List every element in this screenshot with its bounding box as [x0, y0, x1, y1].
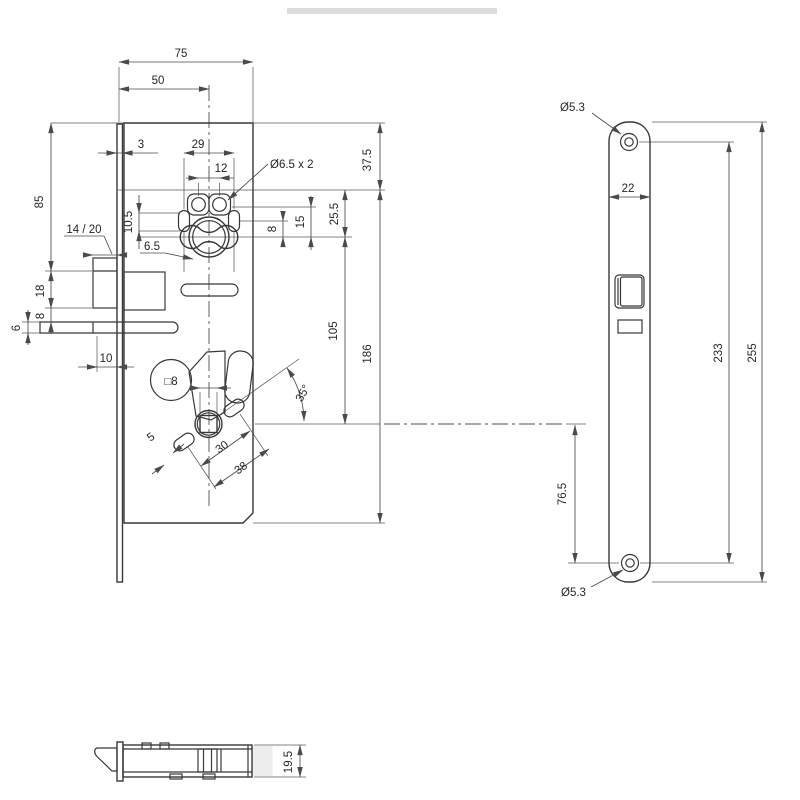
case-tab-4 [202, 773, 216, 780]
dim-label-233: 233 [713, 343, 725, 362]
deadbolt-opening [617, 319, 643, 334]
dim-label-29: 29 [192, 139, 205, 151]
faceplate-labels: Ø5.3 22 233 255 76.5 Ø5.3 [557, 102, 759, 599]
latch-note-label: 14 / 20 [66, 224, 101, 236]
spring-slot [180, 283, 239, 297]
screw-hole-bottom-inner [625, 558, 635, 568]
front-view-labels: 75 50 3 29 12 Ø6.5 x 2 37.5 25.5 15 8 10… [11, 48, 374, 477]
dim-label-3: 3 [138, 139, 144, 151]
faceplate-dimension-lines [572, 112, 765, 588]
screw-hole-collar-right [208, 193, 232, 216]
centerlines [208, 85, 566, 507]
dim-label-6: 6 [11, 325, 23, 331]
faceplate-outline [608, 121, 651, 583]
dim-label-19-5: 19.5 [283, 751, 295, 773]
dim-label-105: 105 [328, 321, 340, 340]
faceplate-extension-lines [566, 121, 767, 583]
top-view-outline [94, 741, 253, 782]
case-shadow [252, 746, 273, 776]
screw-hole-bottom-outer [620, 553, 640, 573]
front-view-lock-body: 75 50 3 29 12 Ø6.5 x 2 37.5 25.5 15 8 10… [11, 48, 566, 583]
tilted-slot-lower [173, 432, 195, 452]
dim-label-76-5: 76.5 [557, 483, 569, 505]
dim-label-10-5: 10.5 [123, 211, 135, 233]
latch-wedge-top-view [94, 747, 118, 772]
screw-hole-top-inner [624, 137, 634, 147]
holes-note-label: Ø6.5 x 2 [270, 159, 313, 171]
butterfly-cylinder-hole [179, 224, 239, 250]
screw-hole-left [191, 197, 206, 212]
dim-label-30-angled: 30 [214, 439, 231, 456]
oval-slot-left [177, 209, 191, 233]
tilted-slot-upper [223, 398, 245, 418]
lock-case-outline [39, 122, 254, 583]
dim-label-12: 12 [215, 163, 228, 175]
square-spindle-balloon [149, 358, 193, 402]
hole-dia-bottom-label: Ø5.3 [561, 587, 586, 599]
cylinder-follower-outer [188, 216, 230, 258]
faceplate-top-view [116, 741, 124, 782]
deadbolt-bar [39, 321, 179, 334]
cylinder-follower-inner [192, 220, 226, 254]
dim-label-18: 18 [35, 285, 47, 298]
dim-label-50: 50 [152, 75, 165, 87]
dim-label-8-left: 8 [35, 313, 47, 319]
square-note-label: □8 [164, 376, 177, 388]
dim-label-75: 75 [175, 48, 188, 60]
dim-label-15: 15 [295, 216, 307, 229]
dim-label-8-right: 8 [267, 226, 279, 232]
dim-label-22: 22 [622, 183, 635, 195]
case-tab-2 [159, 742, 170, 750]
hole-dia-top-label: Ø5.3 [560, 102, 585, 114]
dim-label-6-5: 6.5 [144, 241, 160, 253]
latch-bolt-head [92, 257, 118, 309]
latch-opening [614, 274, 645, 309]
top-view-lock: 19.5 [94, 741, 306, 782]
latch-bolt-tail [123, 271, 166, 311]
dim-label-37-5: 37.5 [362, 149, 374, 171]
screw-hole-right [212, 197, 227, 212]
front-dimension-lines [25, 59, 383, 524]
dim-label-85: 85 [34, 196, 46, 209]
case-tab-1 [141, 742, 152, 750]
faceplate-plate [608, 121, 651, 583]
latch-face [619, 276, 643, 307]
top-crop-artifact [287, 8, 497, 14]
spindle-hub-outer [194, 409, 223, 439]
follower-boss-top-view [197, 748, 218, 773]
front-extension-lines [22, 67, 385, 524]
dim-label-25-5: 25.5 [329, 203, 341, 225]
dim-label-10: 10 [100, 353, 113, 365]
faceplate-front-view: Ø5.3 22 233 255 76.5 Ø5.3 [557, 102, 767, 599]
dim-label-38-angled: 38 [233, 460, 250, 477]
dim-label-186: 186 [362, 344, 374, 363]
screw-hole-top-outer [619, 132, 639, 152]
locking-plate [188, 350, 226, 421]
locking-plate-slot [224, 350, 254, 404]
dim-label-255: 255 [747, 343, 759, 362]
faceplate-edge-view [116, 123, 124, 583]
oval-slot-right [227, 209, 241, 233]
dim-label-5-angled: 5 [145, 431, 157, 444]
case-tab-3 [169, 773, 183, 780]
